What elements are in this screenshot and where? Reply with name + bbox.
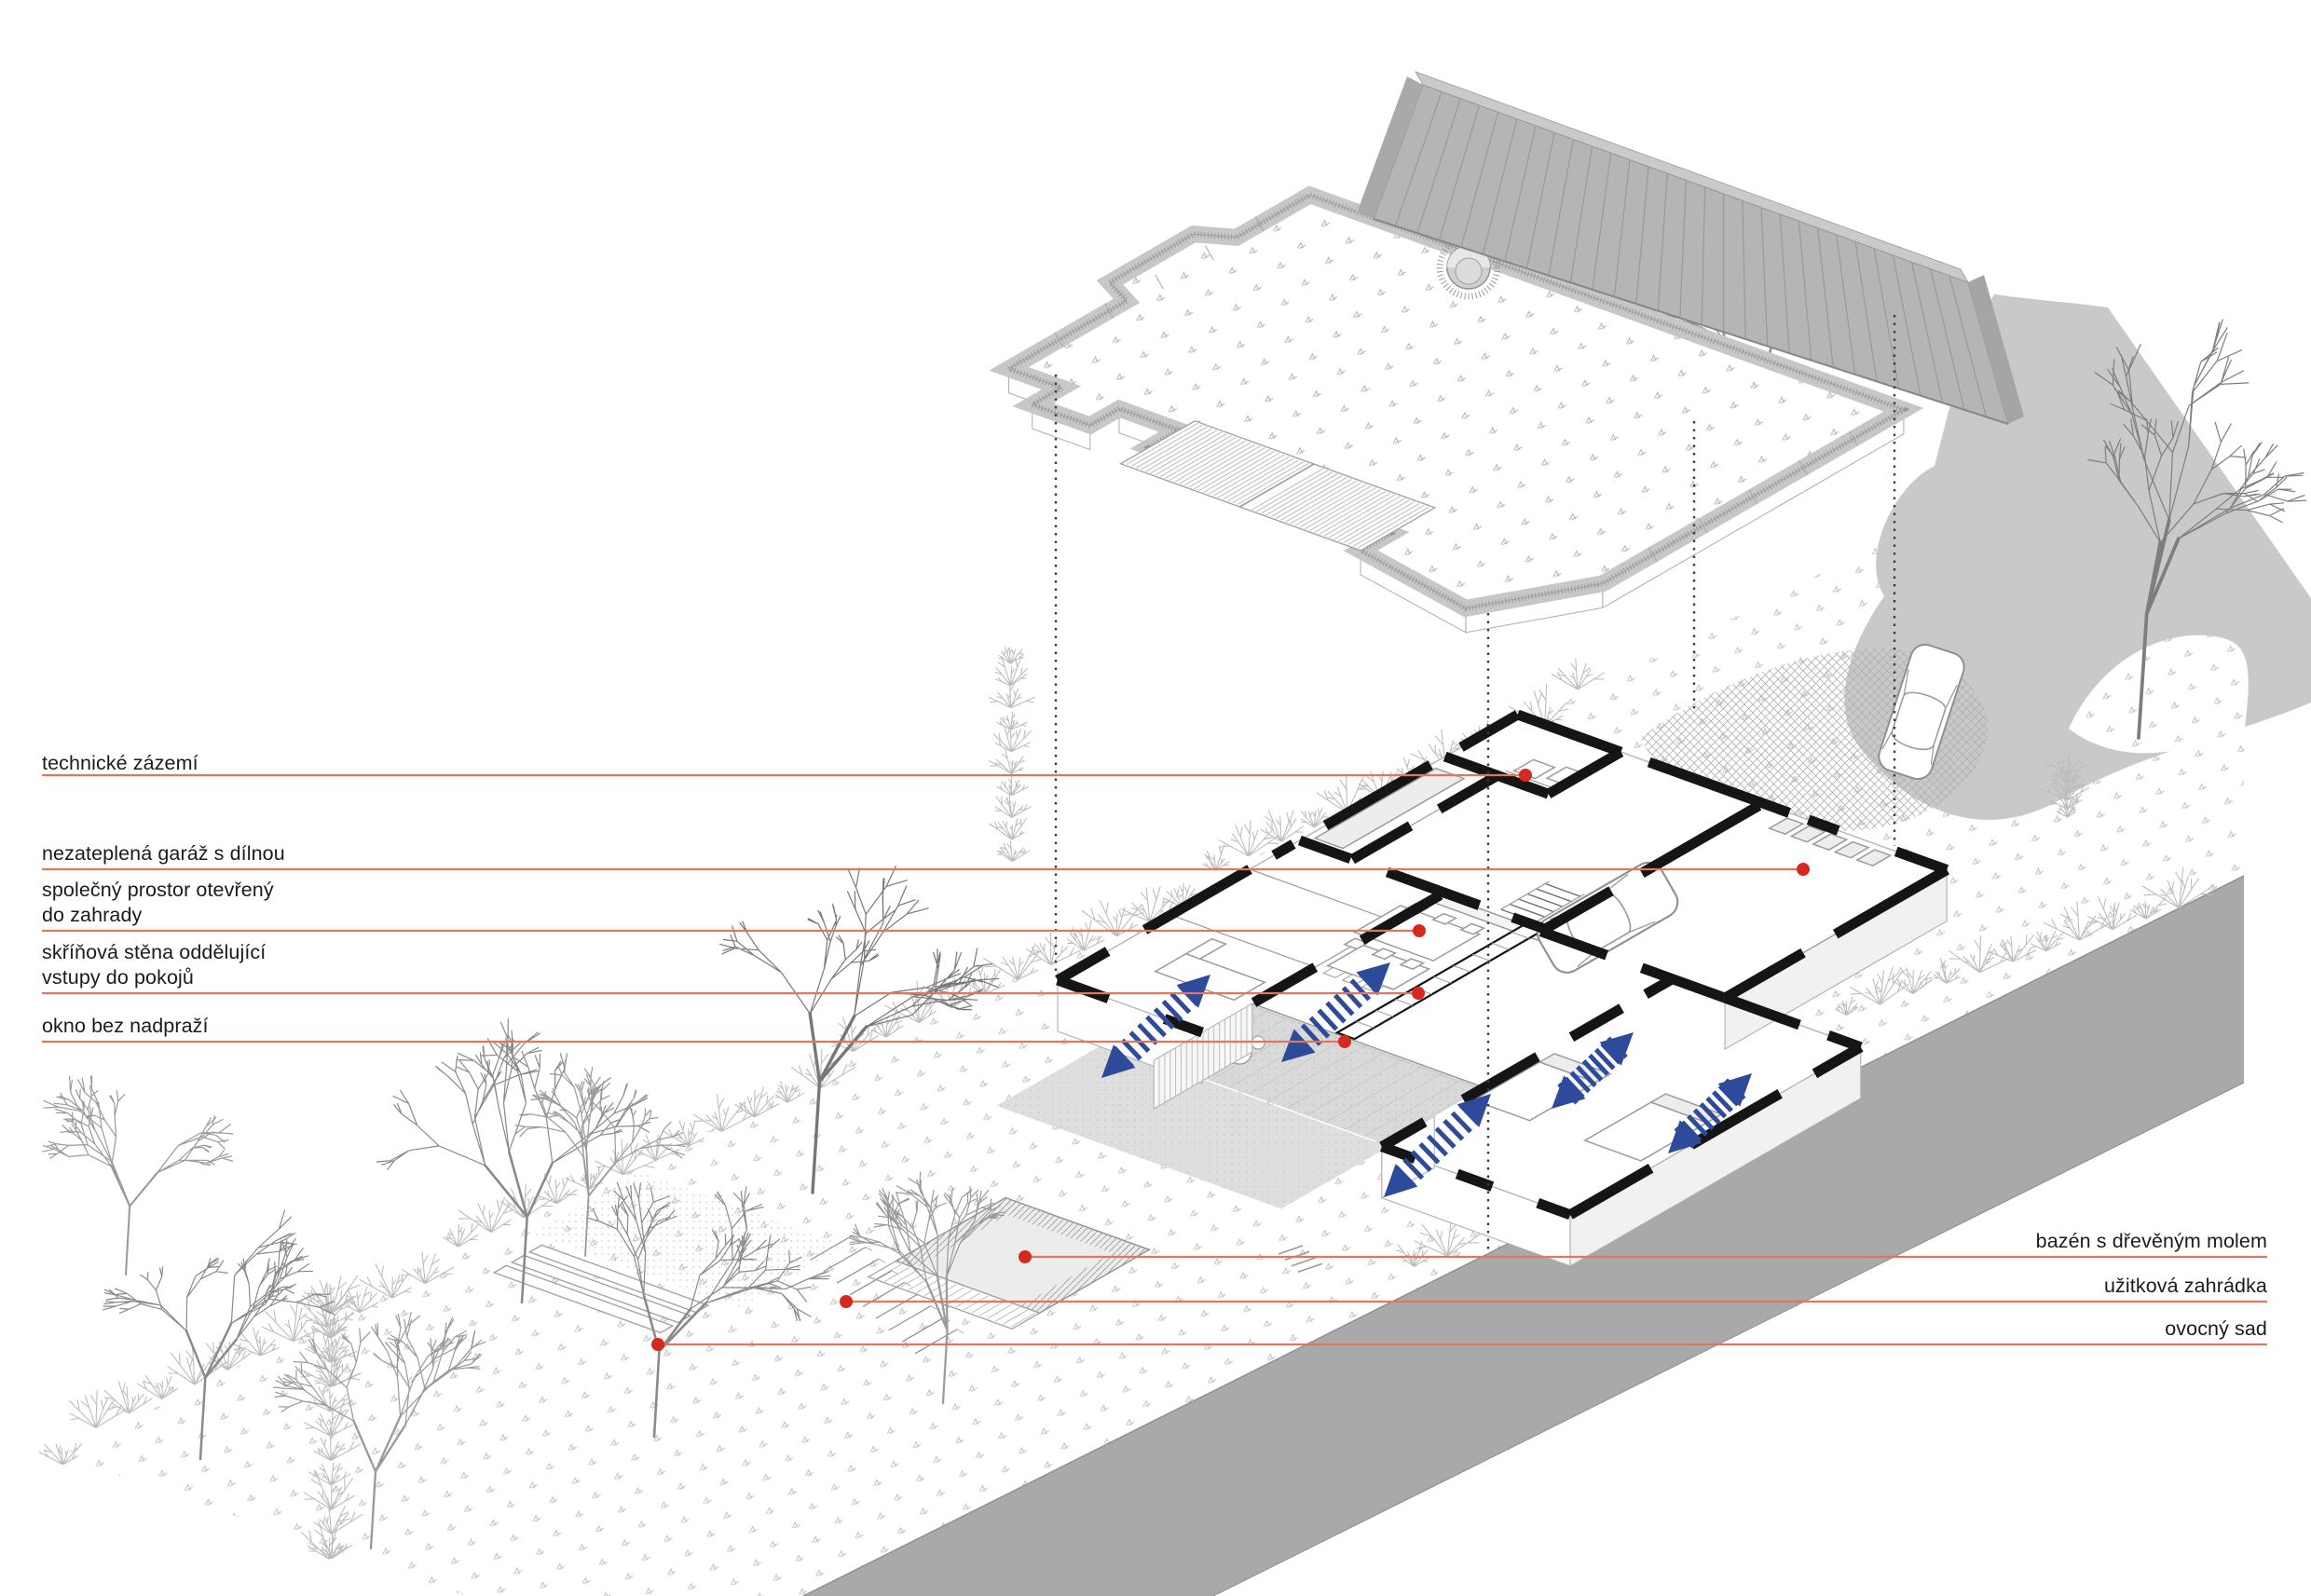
label-nezateplena-garaz: nezateplená garáž s dílnou [42, 842, 285, 865]
garden-features [492, 1126, 1608, 1355]
label-spolecny-prostor: společný prostor otevřený do zahrady [42, 879, 274, 926]
leader-lines [42, 769, 2267, 1351]
label-technicke-zazemi: technické zázemí [42, 752, 198, 774]
label-uzitkova-zahradka: užitková zahrádka [2104, 1275, 2267, 1297]
label-okno-bez-nadprazi: okno bez nadpraží [42, 1015, 209, 1037]
view-arrows [1101, 962, 1752, 1197]
label-ovocny-sad: ovocný sad [2165, 1317, 2267, 1340]
label-skrinova-stena: skříňová stěna oddělující vstupy do poko… [42, 941, 267, 989]
projection-lines [1054, 315, 1896, 1250]
roof-assembly [989, 71, 2024, 634]
label-bazen: bazén s dřevěným molem [2035, 1230, 2267, 1252]
